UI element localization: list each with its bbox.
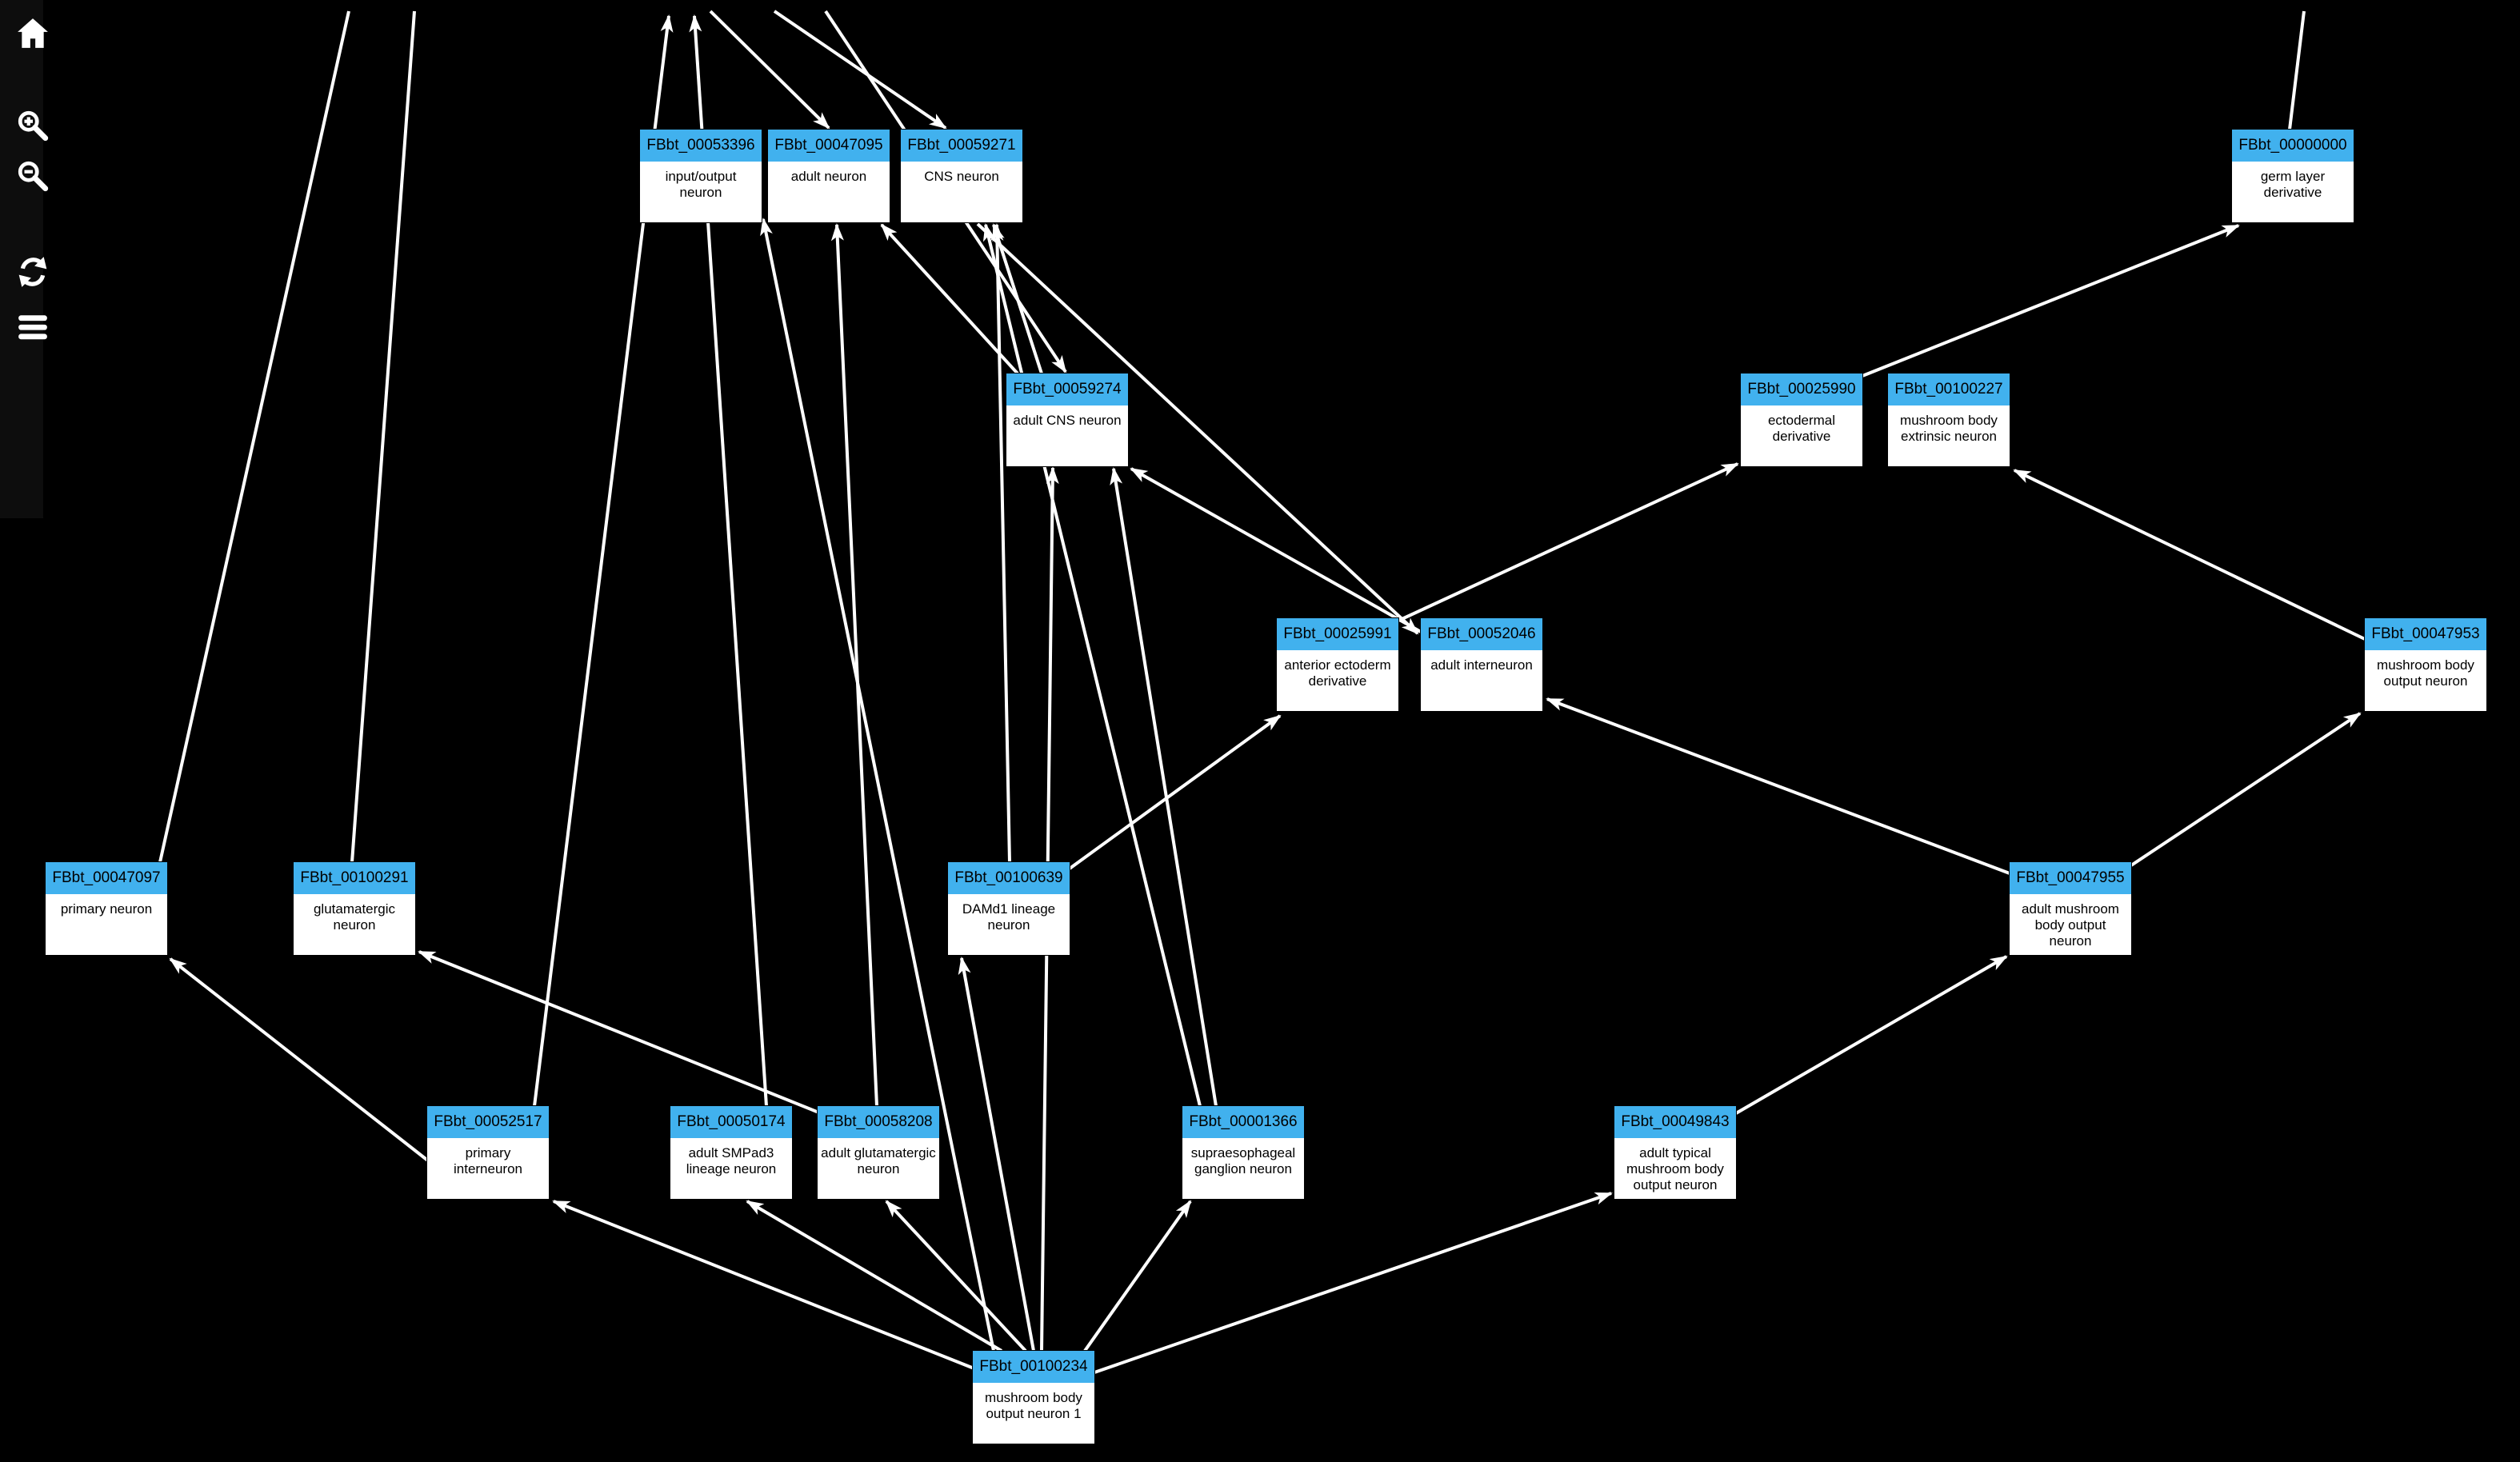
node-label: supraesophageal ganglion neuron [1190, 1145, 1296, 1176]
graph-node-FBbt_00100639[interactable]: FBbt_00100639 DAMd1 lineage neuron [948, 862, 1070, 955]
node-id: FBbt_00000000 [2232, 130, 2354, 162]
graph-edge [976, 222, 1419, 635]
graph-edge [982, 223, 1202, 1107]
graph-edge [1546, 697, 2010, 875]
graph-edge [1094, 1192, 1613, 1374]
node-label: adult typical mushroom body output neuro… [1626, 1145, 1724, 1192]
graph-node-FBbt_00025990[interactable]: FBbt_00025990 ectodermal derivative [1741, 373, 1862, 466]
node-id: FBbt_00052046 [1421, 618, 1542, 650]
home-icon [18, 18, 48, 48]
graph-edge [1083, 1200, 1192, 1352]
graph-node-FBbt_00050174[interactable]: FBbt_00050174 adult SMPad3 lineage neuro… [670, 1106, 792, 1199]
node-id: FBbt_00058208 [818, 1106, 939, 1138]
refresh-icon [18, 257, 47, 287]
node-id: FBbt_00047953 [2365, 618, 2486, 650]
graph-node-FBbt_00100227[interactable]: FBbt_00100227 mushroom body extrinsic ne… [1888, 373, 2010, 466]
graph-edge [2013, 469, 2367, 641]
graph-edge [1130, 467, 1422, 633]
graph-edge [1398, 462, 1739, 622]
graph-edge [418, 950, 822, 1115]
graph-edge [885, 1200, 1027, 1352]
zoom-in-button[interactable] [16, 109, 51, 144]
graph-edge [773, 10, 947, 130]
toolbar [0, 0, 56, 368]
node-id: FBbt_00047097 [46, 862, 167, 894]
graph-node-FBbt_00053396[interactable]: FBbt_00053396 input/output neuron [640, 130, 762, 222]
graph-edge [169, 957, 430, 1163]
graph-node-FBbt_00059271[interactable]: FBbt_00059271 CNS neuron [901, 130, 1022, 222]
graph-edge [552, 1200, 977, 1371]
node-label: adult mushroom body output neuron [2022, 901, 2119, 949]
graph-node-FBbt_00052517[interactable]: FBbt_00052517 primary interneuron [427, 1106, 549, 1199]
graph-node-FBbt_00059274[interactable]: FBbt_00059274 adult CNS neuron [1006, 373, 1128, 466]
graph-node-FBbt_00047953[interactable]: FBbt_00047953 mushroom body output neuro… [2365, 618, 2486, 711]
graph-node-FBbt_00025991[interactable]: FBbt_00025991 anterior ectoderm derivati… [1277, 618, 1398, 711]
graph-edge [1734, 955, 2008, 1115]
graph-edge [1110, 467, 1218, 1107]
node-id: FBbt_00050174 [670, 1106, 792, 1138]
node-label: mushroom body output neuron 1 [985, 1390, 1082, 1421]
graph-node-FBbt_00100234[interactable]: FBbt_00100234 mushroom body output neuro… [973, 1351, 1094, 1444]
graph-node-FBbt_00047097[interactable]: FBbt_00047097 primary neuron [46, 862, 167, 955]
graph-node-FBbt_00000000[interactable]: FBbt_00000000 germ layer derivative [2232, 130, 2354, 222]
node-id: FBbt_00001366 [1182, 1106, 1304, 1138]
node-id: FBbt_00049843 [1614, 1106, 1736, 1138]
graph-edge [2130, 712, 2362, 867]
zoom-out-button[interactable] [16, 159, 51, 194]
graph-node-FBbt_00058208[interactable]: FBbt_00058208 adult glutamatergic neuron [818, 1106, 939, 1199]
node-id: FBbt_00059271 [901, 130, 1022, 162]
node-id: FBbt_00059274 [1006, 373, 1128, 405]
node-label: adult interneuron [1430, 657, 1533, 673]
graph-node-FBbt_00100291[interactable]: FBbt_00100291 glutamatergic neuron [294, 862, 415, 955]
menu-icon [18, 315, 47, 340]
node-id: FBbt_00100639 [948, 862, 1070, 894]
zoom-out-icon [18, 161, 49, 192]
graph-edge [760, 218, 995, 1352]
node-label: adult SMPad3 lineage neuron [686, 1145, 777, 1176]
graph-edge [746, 1200, 1003, 1352]
node-label: adult CNS neuron [1013, 413, 1122, 428]
graph-edge [350, 10, 416, 863]
node-id: FBbt_00100291 [294, 862, 415, 894]
refresh-button[interactable] [16, 254, 51, 290]
home-button[interactable] [16, 16, 51, 51]
node-label: glutamatergic neuron [313, 901, 396, 933]
node-id: FBbt_00025990 [1741, 373, 1862, 405]
graph-edge [830, 223, 878, 1107]
graph-edge [1068, 714, 1282, 870]
node-label: ectodermal derivative [1767, 413, 1836, 444]
graph-edge [880, 223, 1019, 375]
node-id: FBbt_00100234 [973, 1351, 1094, 1383]
graph-node-FBbt_00052046[interactable]: FBbt_00052046 adult interneuron [1421, 618, 1542, 711]
node-id: FBbt_00047095 [768, 130, 890, 162]
graph-edge [709, 10, 830, 130]
node-label: DAMd1 lineage neuron [962, 901, 1056, 933]
node-label: adult neuron [790, 169, 867, 184]
node-id: FBbt_00100227 [1888, 373, 2010, 405]
node-label: germ layer derivative [2260, 169, 2326, 200]
node-id: FBbt_00025991 [1277, 618, 1398, 650]
node-label: CNS neuron [924, 169, 999, 184]
graph-edge [2288, 10, 2306, 130]
node-label: input/output neuron [665, 169, 737, 200]
node-id: FBbt_00053396 [640, 130, 762, 162]
node-label: anterior ectoderm derivative [1284, 657, 1391, 689]
graph-edge [1862, 224, 2240, 377]
graph-node-FBbt_00049843[interactable]: FBbt_00049843 adult typical mushroom bod… [1614, 1106, 1736, 1199]
graph-node-FBbt_00047955[interactable]: FBbt_00047955 adult mushroom body output… [2010, 862, 2131, 955]
node-label: mushroom body extrinsic neuron [1900, 413, 1998, 444]
graph-edge [158, 10, 350, 863]
zoom-in-icon [18, 110, 49, 142]
graph-edge [990, 223, 1011, 863]
graph-edge [958, 957, 1035, 1352]
node-label: primary interneuron [453, 1145, 522, 1176]
node-id: FBbt_00047955 [2010, 862, 2131, 894]
graph-node-FBbt_00047095[interactable]: FBbt_00047095 adult neuron [768, 130, 890, 222]
node-label: adult glutamatergic neuron [821, 1145, 936, 1176]
graph-node-FBbt_00001366[interactable]: FBbt_00001366 supraesophageal ganglion n… [1182, 1106, 1304, 1199]
node-id: FBbt_00052517 [427, 1106, 549, 1138]
node-label: primary neuron [60, 901, 153, 917]
node-label: mushroom body output neuron [2377, 657, 2474, 689]
menu-button[interactable] [16, 310, 51, 345]
